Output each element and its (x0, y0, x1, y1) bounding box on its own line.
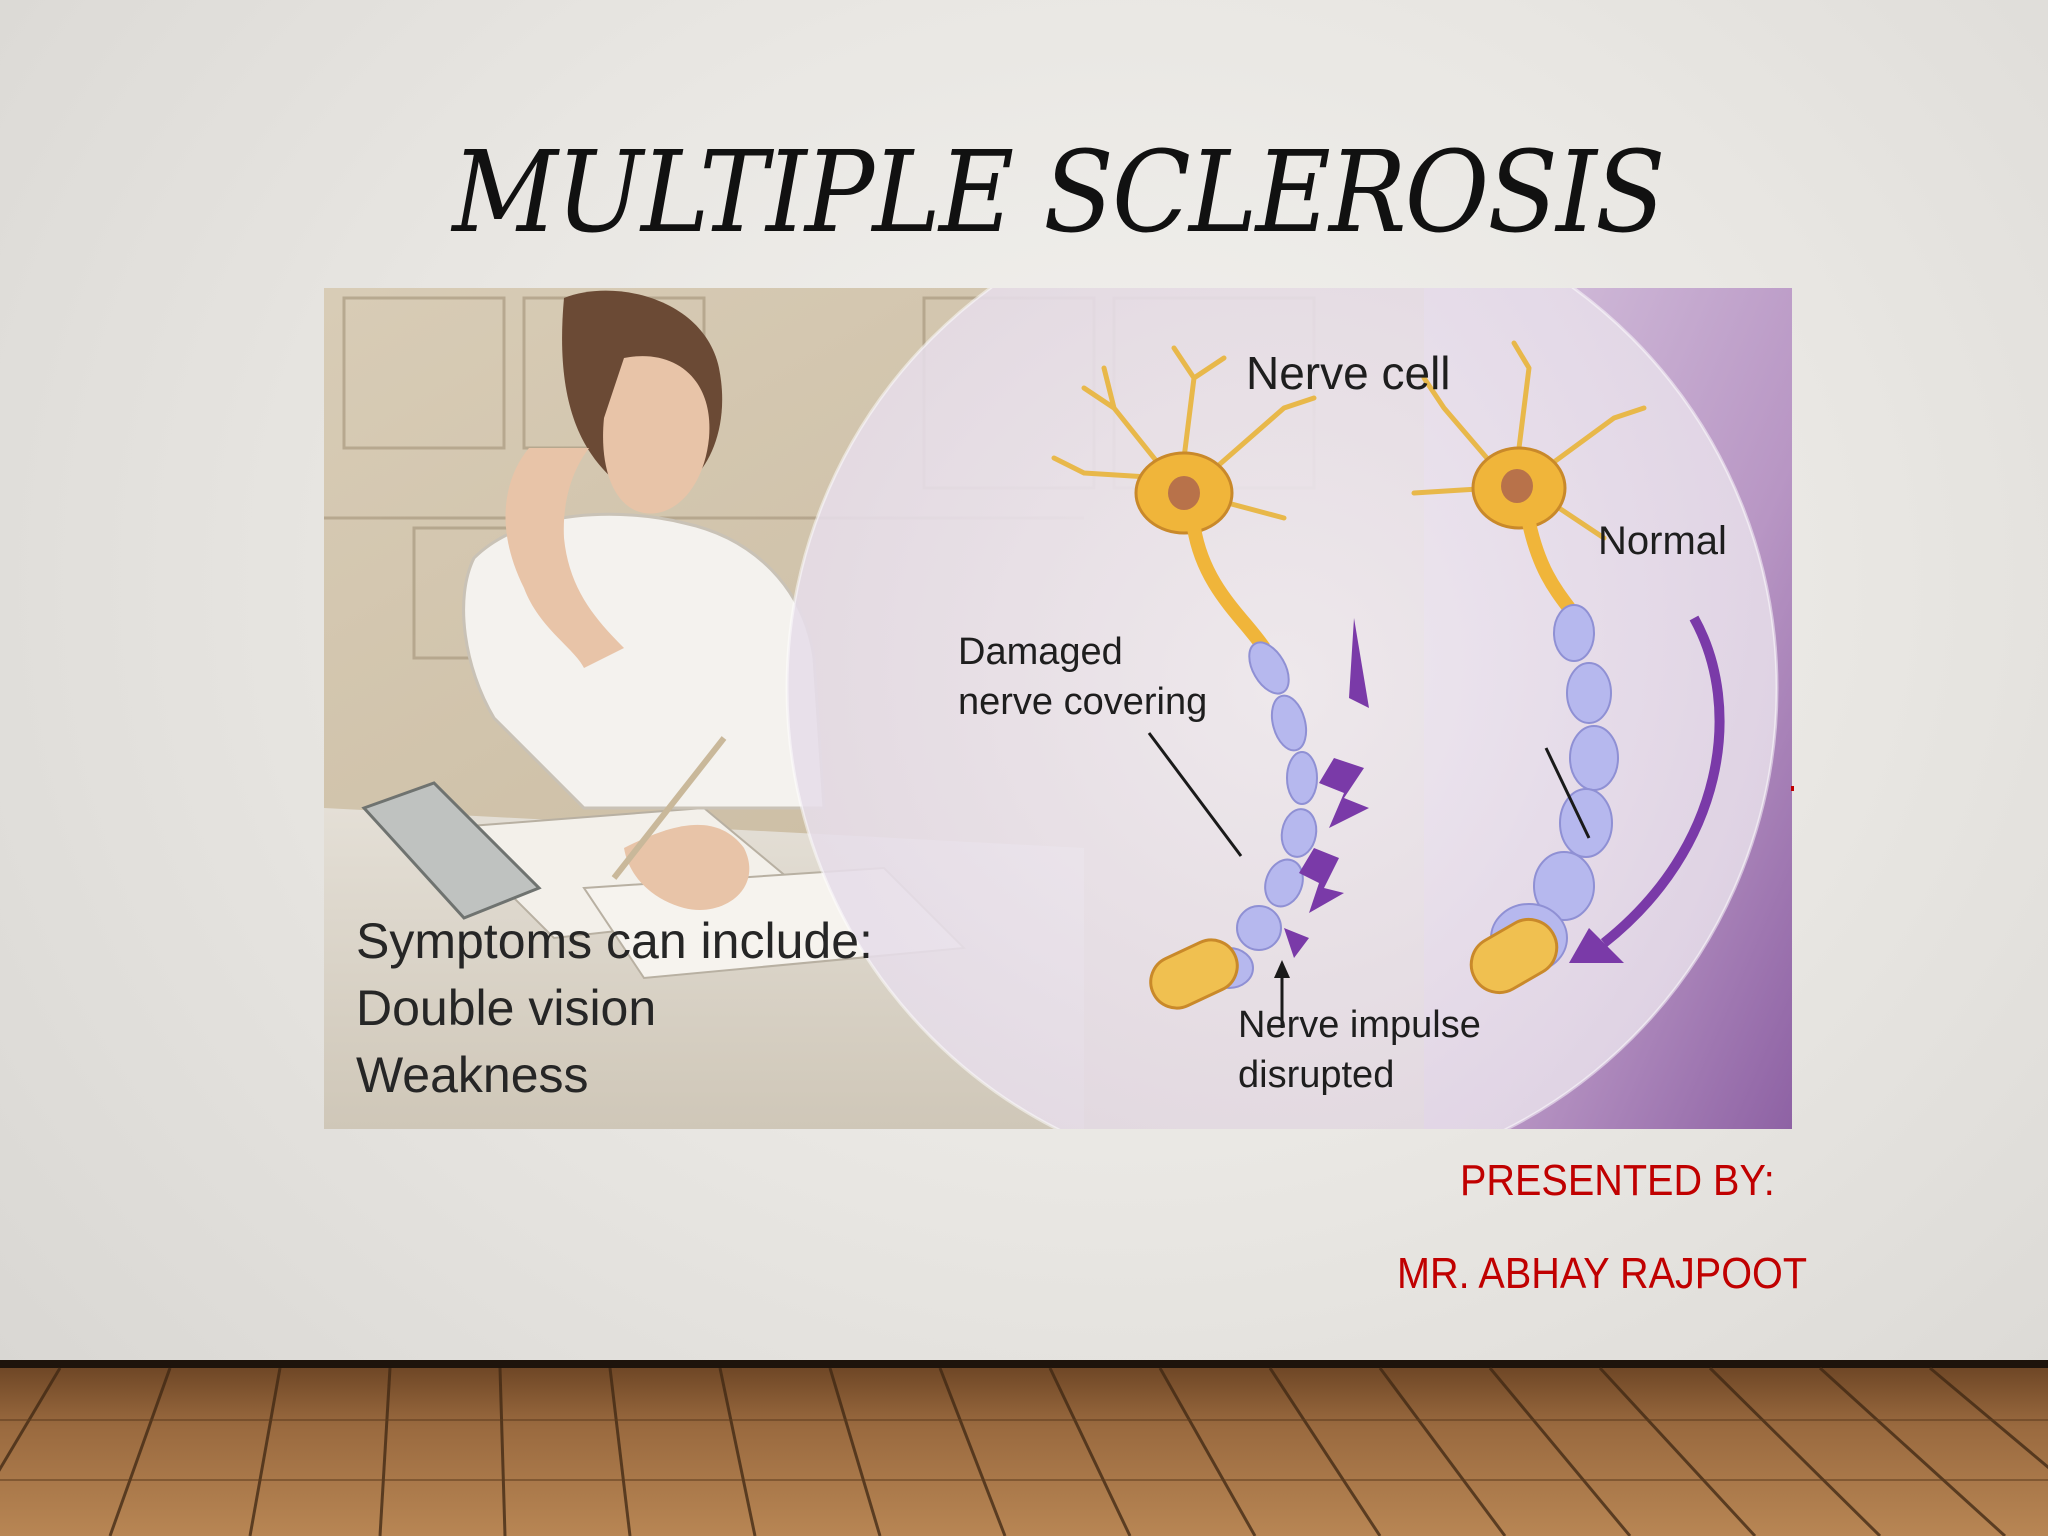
slide-title: MULTIPLE SCLEROSIS (452, 128, 1665, 258)
impulse-label-line-2: disrupted (1238, 1054, 1395, 1096)
damaged-label-line-1: Damaged (958, 631, 1123, 673)
impulse-label-line-1: Nerve impulse (1238, 1004, 1481, 1046)
nerve-cell-label: Nerve cell (1246, 347, 1451, 399)
damaged-neuron (1051, 345, 1369, 1028)
wooden-floor-drawing (0, 1360, 2048, 1536)
symptom-item: Double vision (356, 980, 657, 1036)
damaged-label-line-2: nerve covering (958, 681, 1208, 723)
normal-neuron (1411, 340, 1725, 994)
wooden-floor (0, 1360, 2048, 1536)
presented-by-label: PRESENTED BY: (1460, 1156, 1775, 1205)
woman-figure (462, 290, 826, 910)
ms-illustration: Nerve cell Normal Damaged nerve covering… (324, 288, 1792, 1129)
symptoms-list: Symptoms can include: Double vision Weak… (356, 908, 873, 1109)
stray-mark (1791, 786, 1794, 791)
symptom-item: Weakness (356, 1047, 589, 1103)
symptoms-heading: Symptoms can include: (356, 913, 873, 969)
impulse-disrupted-label: Nerve impulse disrupted (1238, 1000, 1481, 1100)
ms-illustration-drawing (324, 288, 1792, 1129)
presenter-name: MR. ABHAY RAJPOOT (1397, 1249, 1808, 1298)
damaged-covering-label: Damaged nerve covering (958, 627, 1207, 727)
normal-label: Normal (1598, 519, 1727, 563)
